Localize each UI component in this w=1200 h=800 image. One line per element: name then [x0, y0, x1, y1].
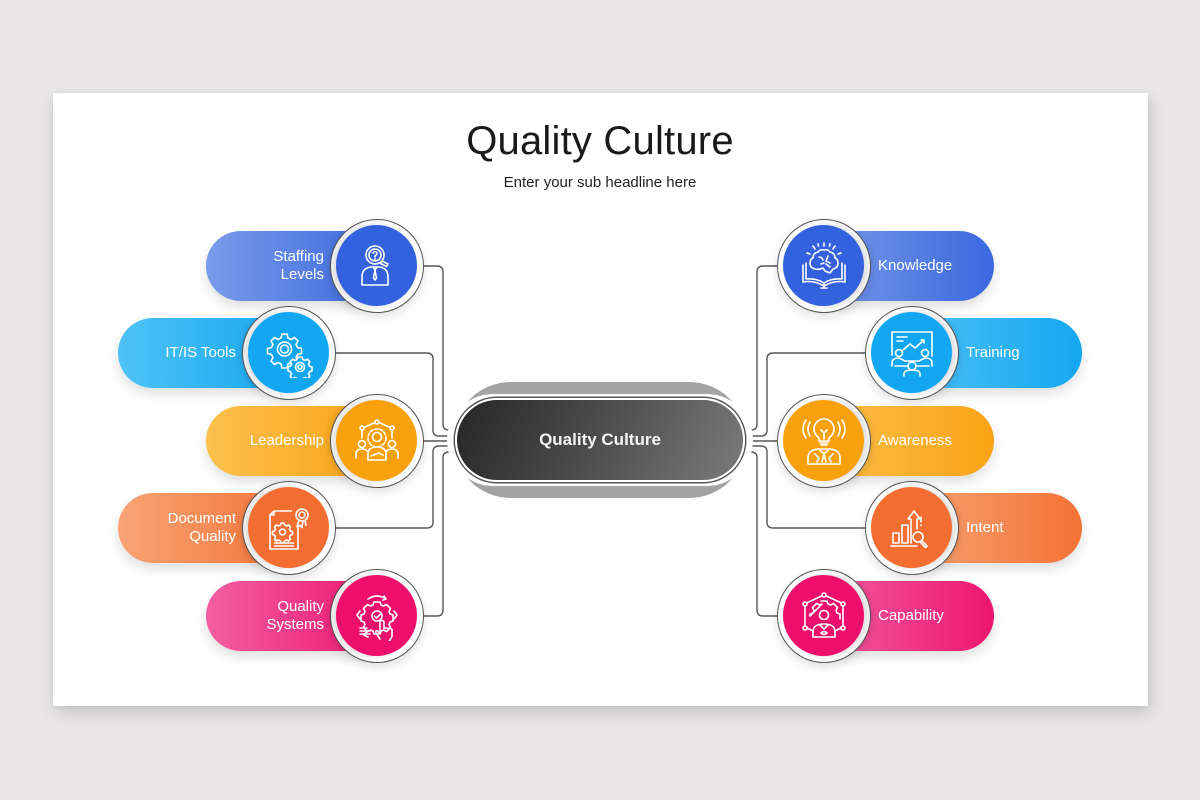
hub-label: Quality Culture — [455, 398, 745, 482]
presentation-meeting-icon — [890, 330, 933, 377]
certified-document-icon — [268, 507, 309, 550]
idea-person-icon — [801, 417, 846, 465]
node-icon-ring — [777, 219, 871, 313]
network-person-gear-icon — [801, 591, 846, 638]
growth-chart-search-icon — [889, 509, 928, 548]
node-label: Leadership — [249, 432, 324, 449]
node-label: Training — [966, 344, 1020, 361]
node-icon-ring — [330, 219, 424, 313]
node-icon-ring — [242, 306, 336, 400]
node-label: IT/IS Tools — [165, 344, 236, 361]
slide-title: Quality Culture — [466, 119, 734, 163]
brain-book-icon — [801, 241, 846, 289]
node-icon-ring — [330, 394, 424, 488]
node-icon-ring — [330, 569, 424, 663]
node-label: Document Quality — [167, 510, 236, 545]
gears-icon — [266, 332, 313, 378]
central-hub[interactable]: Quality Culture — [445, 382, 755, 498]
node-icon-ring — [865, 306, 959, 400]
slide-subtitle: Enter your sub headline here — [503, 174, 697, 191]
node-label: Quality Systems — [266, 598, 324, 633]
node-icon-ring — [865, 481, 959, 575]
node-label: Staffing Levels — [273, 248, 324, 283]
team-leader-icon — [354, 418, 399, 461]
gear-touch-icon — [355, 594, 398, 641]
node-icon-ring — [777, 569, 871, 663]
node-label: Capability — [878, 607, 944, 624]
node-label: Awareness — [878, 432, 952, 449]
node-icon-ring — [777, 394, 871, 488]
node-label: Intent — [966, 519, 1004, 536]
manager-search-icon — [360, 244, 389, 286]
node-icon-ring — [242, 481, 336, 575]
node-label: Knowledge — [878, 257, 953, 274]
